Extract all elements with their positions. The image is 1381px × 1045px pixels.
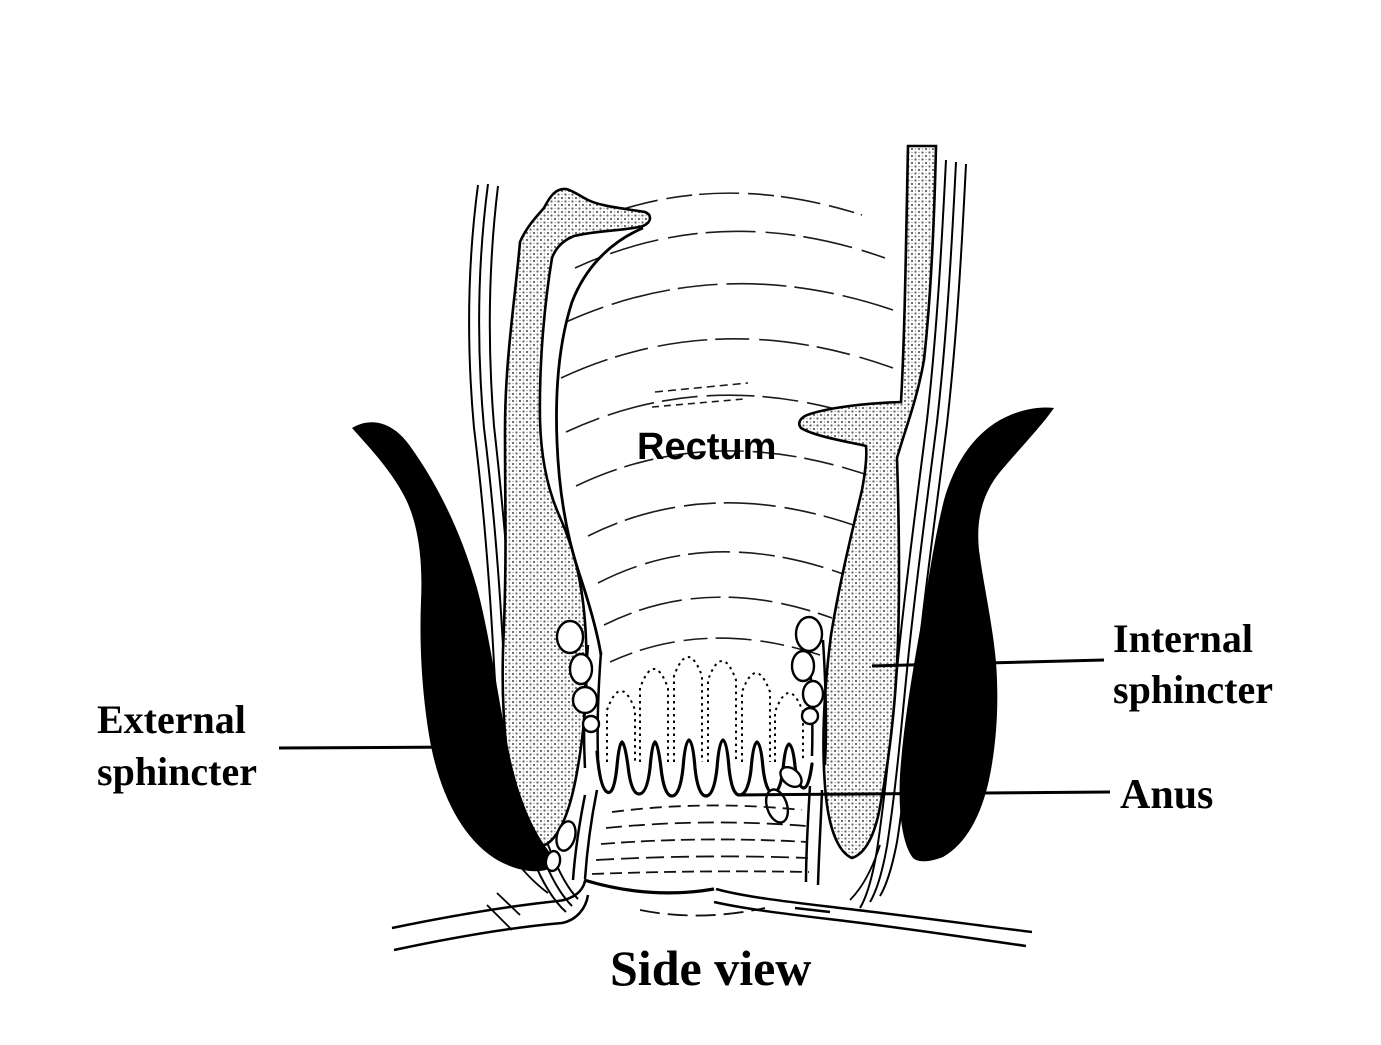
canal-wall <box>804 785 812 883</box>
skin-line <box>486 904 513 931</box>
anal-column <box>707 660 737 762</box>
skin-line <box>794 906 831 914</box>
label-internal-sphincter-line1: Internal <box>1113 616 1253 661</box>
cushion <box>555 820 577 852</box>
fold-line <box>587 502 863 537</box>
ridge-line <box>595 855 809 861</box>
canal-wall <box>583 789 599 880</box>
skin-line <box>391 880 587 930</box>
anal-columns <box>606 656 804 762</box>
cushion <box>555 619 585 655</box>
fold-line <box>651 398 745 408</box>
muscle-line <box>468 184 567 913</box>
external-sphincter-right-shape <box>899 407 1054 862</box>
skin-line <box>715 887 1033 934</box>
leader-external-sphincter <box>278 745 464 750</box>
cushion <box>764 788 790 824</box>
fold-line <box>603 596 833 626</box>
cushion <box>581 714 601 734</box>
anal-column <box>741 672 771 762</box>
anal-canal-ridge-lines <box>591 804 810 917</box>
label-internal-sphincter-line2: sphincter <box>1113 667 1273 712</box>
circular-muscle-internal-sphincter-left <box>501 187 652 847</box>
canal-wall <box>596 651 603 759</box>
cushion <box>571 685 599 715</box>
cushion <box>779 765 803 789</box>
external-sphincter-left-shape <box>352 422 559 872</box>
leader-anus <box>737 790 1111 797</box>
anal-column <box>606 690 636 762</box>
muscle-line <box>879 163 967 897</box>
anal-column <box>673 656 703 762</box>
anal-column <box>639 668 669 762</box>
cushion <box>544 849 562 873</box>
skin-line <box>713 900 1027 948</box>
ridge-line <box>611 804 803 813</box>
canal-wall <box>816 789 824 886</box>
canal-wall <box>821 639 828 766</box>
leader-internal-sphincter <box>871 658 1105 668</box>
longitudinal-muscle-lines-right <box>859 159 967 909</box>
canal-wall <box>571 794 587 881</box>
cushion <box>790 649 816 683</box>
leader-lines <box>278 658 1111 797</box>
cushion <box>568 652 594 686</box>
dentate-line <box>595 738 814 798</box>
perianal-skin-lines <box>391 839 1033 952</box>
fold-line <box>597 551 847 584</box>
label-rectum: Rectum <box>637 426 776 468</box>
fold-line <box>560 338 894 379</box>
ridge-line <box>591 870 810 875</box>
ridge-line <box>600 838 808 845</box>
skin-line <box>499 839 549 894</box>
rectal-wall-inner-left <box>555 226 644 656</box>
skin-line <box>393 894 590 952</box>
label-anus: Anus <box>1120 772 1213 818</box>
fold-line <box>574 230 886 269</box>
cushion <box>794 615 824 653</box>
circular-muscle-internal-sphincter-right <box>798 144 938 860</box>
anal-verge-arc <box>583 878 715 895</box>
label-external-sphincter-line1: External <box>97 697 246 742</box>
ridge-line <box>605 821 807 829</box>
muscle-line <box>869 161 957 903</box>
caption-side-view: Side view <box>610 940 811 996</box>
muscle-line <box>859 159 947 909</box>
fold-line <box>575 450 877 487</box>
cushion <box>800 706 820 726</box>
vascular-cushions <box>544 615 825 873</box>
rectum-mucosal-fold-lines <box>560 192 894 663</box>
skin-line <box>849 844 881 901</box>
fold-line <box>654 382 749 393</box>
fold-line <box>609 637 821 663</box>
anal-column <box>774 692 804 762</box>
ridge-line <box>639 907 766 917</box>
label-external-sphincter-line2: sphincter <box>97 749 257 794</box>
skin-line <box>496 892 521 916</box>
cushion <box>801 679 825 709</box>
fold-line <box>565 282 894 323</box>
